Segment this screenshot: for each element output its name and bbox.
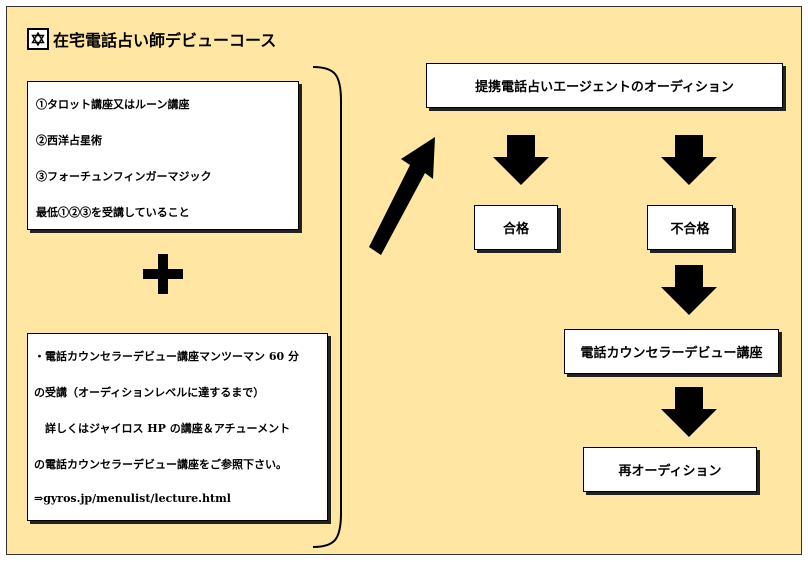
right-brace — [312, 66, 342, 548]
diagonal-arrow — [369, 137, 435, 255]
reaudition-label: 再オーディション — [618, 464, 722, 479]
diagram-canvas: 在宅電話占い師デビューコース ①タロット講座又はルーン講座 ②西洋占星術 ③フォ… — [6, 6, 802, 555]
consultation-line: の受講（オーディションレベルに達するまで） — [34, 386, 265, 399]
fail-label: 不合格 — [670, 222, 710, 237]
requirements-box: ①タロット講座又はルーン講座 ②西洋占星術 ③フォーチュンフィンガーマジック 最… — [27, 81, 299, 230]
hexagram-icon — [27, 28, 49, 50]
requirement-note: 最低①②③を受講していること — [36, 206, 190, 219]
course-box: 電話カウンセラーデビュー講座 — [564, 329, 779, 374]
consultation-link[interactable]: ⇒gyros.jp/menulist/lecture.html — [34, 492, 231, 505]
plus-icon — [143, 254, 183, 294]
consultation-line: 詳しくはジャイロス HP の講座＆アチューメント — [34, 422, 291, 435]
requirement-item: ②西洋占星術 — [36, 134, 102, 147]
down-arrow-reaudition — [661, 387, 717, 437]
down-arrow-course — [661, 265, 717, 315]
audition-label: 提携電話占いエージェントのオーディション — [475, 80, 734, 95]
pass-label: 合格 — [502, 222, 529, 237]
requirement-item: ①タロット講座又はルーン講座 — [36, 98, 190, 111]
pass-box: 合格 — [474, 205, 558, 250]
reaudition-box: 再オーディション — [583, 447, 757, 492]
fail-box: 不合格 — [647, 205, 733, 250]
page-title: 在宅電話占い師デビューコース — [53, 31, 277, 50]
audition-box: 提携電話占いエージェントのオーディション — [426, 63, 783, 108]
course-label: 電話カウンセラーデビュー講座 — [580, 346, 763, 361]
down-arrow-fail — [661, 135, 717, 185]
down-arrow-pass — [493, 135, 549, 185]
consultation-box: ・電話カウンセラーデビュー講座マンツーマン 60 分 の受講（オーディションレベ… — [27, 333, 328, 521]
consultation-line: ・電話カウンセラーデビュー講座マンツーマン 60 分 — [34, 350, 299, 363]
page-title-row: 在宅電話占い師デビューコース — [27, 27, 276, 51]
consultation-line: の電話カウンセラーデビュー講座をご参照下さい。 — [34, 458, 287, 471]
requirement-item: ③フォーチュンフィンガーマジック — [36, 170, 212, 183]
